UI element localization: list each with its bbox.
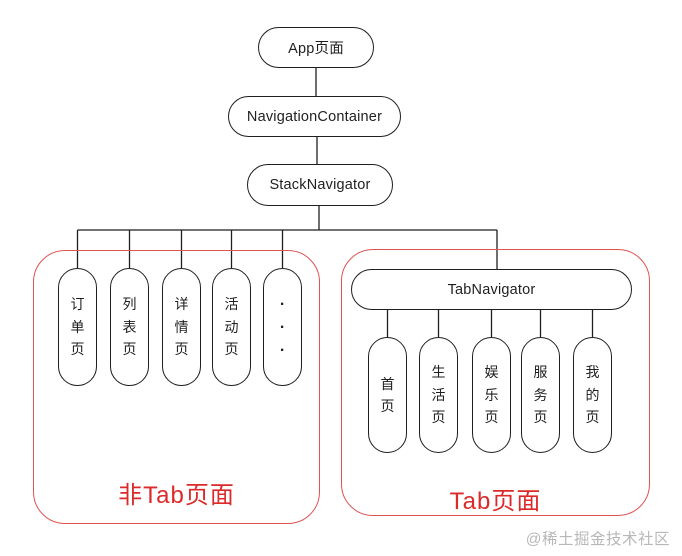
page-pill-detail: 详情页: [162, 268, 201, 386]
page-pill-activity: 活动页: [212, 268, 251, 386]
non-tab-group-label: 非Tab页面: [118, 482, 235, 509]
non-tab-group-box: [33, 250, 320, 524]
page-pill-life: 生活页: [419, 337, 458, 453]
node-navigation-container: NavigationContainer: [228, 96, 401, 137]
page-pill-mine: 我的页: [573, 337, 612, 453]
tab-group-box: [341, 249, 650, 516]
page-pill-service: 服务页: [521, 337, 560, 453]
tab-group-label: Tab页面: [449, 488, 542, 515]
node-stack-navigator: StackNavigator: [247, 164, 393, 206]
watermark: @稀土掘金技术社区: [525, 531, 670, 548]
node-app-page: App页面: [258, 27, 374, 68]
page-pill-list: 列表页: [110, 268, 149, 386]
node-tab-navigator: TabNavigator: [351, 269, 632, 310]
page-pill-ellipsis: ···: [263, 268, 302, 386]
page-pill-entertainment: 娱乐页: [472, 337, 511, 453]
page-pill-home: 首页: [368, 337, 407, 453]
page-pill-order: 订单页: [58, 268, 97, 386]
